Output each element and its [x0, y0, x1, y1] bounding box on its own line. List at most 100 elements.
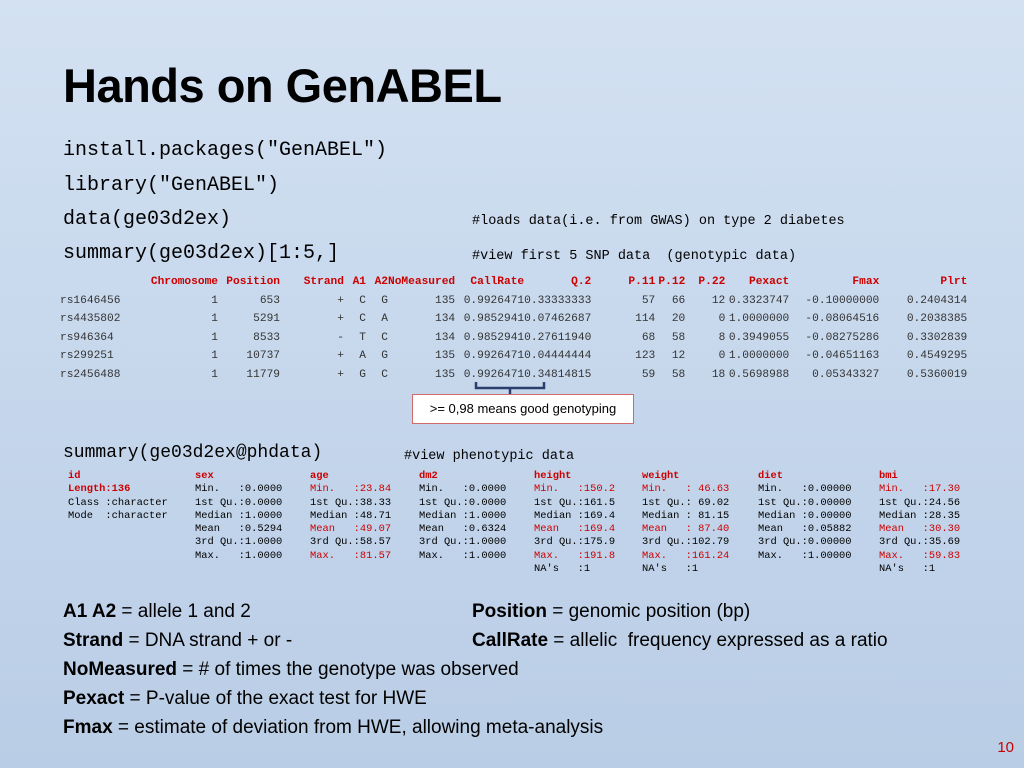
definition-term: Strand: [63, 630, 124, 651]
table-cell: 0.34814815: [524, 368, 592, 381]
slide-title: Hands on GenABEL: [63, 59, 502, 112]
table-cell: [310, 563, 419, 576]
snp-table-header: Chromosome Position Strand A1 A2 NoMeasu…: [60, 273, 967, 292]
command-install: install.packages("GenABEL"): [63, 139, 388, 162]
table-cell: 0.9852941: [463, 331, 525, 344]
table-cell: [68, 523, 195, 536]
col-header: Pexact: [748, 276, 790, 289]
table-cell: 1.0000000: [728, 313, 790, 326]
table-cell: 3rd Qu.:35.69: [879, 536, 961, 549]
table-cell: 3rd Qu.:1.0000: [195, 536, 283, 549]
table-cell: [419, 563, 534, 576]
table-cell: -0.10000000: [805, 294, 880, 307]
table-cell: 1: [211, 350, 218, 363]
table-cell: 0.9926471: [463, 350, 525, 363]
table-cell: 66: [671, 294, 686, 307]
table-cell: G: [359, 368, 366, 381]
table-cell: NA's :1: [879, 563, 936, 576]
table-cell: -0.04651163: [805, 350, 880, 363]
table-cell: -0.08064516: [805, 313, 880, 326]
col-header: NoMeasured: [388, 276, 456, 289]
table-cell: 1: [211, 313, 218, 326]
definition-desc: = # of times the genotype was observed: [177, 659, 519, 680]
table-cell: 8533: [253, 331, 280, 344]
table-cell: 0: [718, 313, 726, 326]
table-cell: Min. :23.84: [310, 483, 392, 496]
table-cell: 1st Qu.:0.0000: [195, 496, 283, 509]
table-cell: 12: [671, 350, 686, 363]
col-header: P.12: [658, 276, 686, 289]
table-cell: 0.2404314: [906, 294, 968, 307]
table-cell: 12: [711, 294, 726, 307]
table-cell: 1.0000000: [728, 350, 790, 363]
table-cell: 18: [711, 368, 726, 381]
table-cell: 123: [635, 350, 656, 363]
command-summary: summary(ge03d2ex)[1:5,]: [63, 242, 340, 265]
table-cell: Length:136: [68, 483, 131, 496]
table-cell: C: [381, 368, 388, 381]
col-header: diet: [758, 470, 783, 482]
table-cell: Max. :1.0000: [195, 549, 283, 562]
snp-id-cell: rs299251: [60, 350, 114, 363]
definition-line: Strand = DNA strand + or -: [63, 626, 603, 655]
table-cell: Max. :59.83: [879, 549, 961, 562]
definition-line: NoMeasured = # of times the genotype was…: [63, 655, 603, 684]
command-phdata: summary(ge03d2ex@phdata): [63, 443, 323, 463]
col-header: Q.2: [571, 276, 592, 289]
table-cell: 1st Qu.: 69.02: [642, 496, 730, 509]
definition-line: Pexact = P-value of the exact test for H…: [63, 684, 603, 713]
table-cell: 57: [641, 294, 656, 307]
snp-summary-table: Chromosome Position Strand A1 A2 NoMeasu…: [60, 273, 967, 384]
table-cell: 10737: [246, 350, 280, 363]
definition-desc: = genomic position (bp): [546, 601, 751, 622]
table-cell: 134: [434, 331, 456, 344]
table-cell: Min. :0.00000: [758, 483, 852, 496]
table-cell: T: [359, 331, 366, 344]
table-cell: 0.5360019: [906, 368, 968, 381]
table-cell: Min. :150.2: [534, 483, 616, 496]
col-header: P.11: [628, 276, 656, 289]
snp-id-cell: rs946364: [60, 331, 114, 344]
table-cell: 1st Qu.:38.33: [310, 496, 392, 509]
table-cell: 5291: [253, 313, 280, 326]
table-cell: 3rd Qu.:102.79: [642, 536, 730, 549]
table-cell: [195, 563, 310, 576]
table-cell: Mean : 87.40: [642, 523, 730, 536]
table-cell: 1st Qu.:24.56: [879, 496, 961, 509]
command-data: data(ge03d2ex): [63, 208, 232, 231]
table-cell: 0.27611940: [524, 331, 592, 344]
table-cell: Median : 81.15: [642, 509, 730, 522]
table-cell: 0.9926471: [463, 368, 525, 381]
col-header: Fmax: [852, 276, 880, 289]
table-cell: +: [337, 294, 344, 307]
table-cell: +: [337, 368, 344, 381]
table-cell: 68: [641, 331, 656, 344]
table-cell: 0.5698988: [728, 368, 790, 381]
table-cell: Mean :0.05882: [758, 523, 852, 536]
col-header: Position: [226, 276, 280, 289]
definition-desc: = allelic frequency expressed as a ratio: [548, 630, 888, 651]
table-cell: 3rd Qu.:0.00000: [758, 536, 852, 549]
table-cell: 20: [671, 313, 686, 326]
table-cell: +: [337, 313, 344, 326]
table-cell: 0.3949055: [728, 331, 790, 344]
phenotype-summary-table: id sex age dm2 height weight diet bmi Le…: [68, 470, 979, 576]
col-header: height: [534, 470, 572, 482]
table-cell: Median :169.4: [534, 509, 616, 522]
table-row: Length:136 Min. :0.0000 Min. :23.84 Min. :0…: [68, 483, 979, 496]
table-cell: [68, 536, 195, 549]
definition-term: NoMeasured: [63, 659, 178, 680]
definition-term: CallRate: [472, 630, 549, 651]
comment-summary: #view first 5 SNP data (genotypic data): [472, 249, 797, 264]
pheno-table-body: Length:136 Min. :0.0000 Min. :23.84 Min. :0…: [68, 483, 979, 576]
table-cell: Min. :0.0000: [195, 483, 283, 496]
col-header: A1: [352, 276, 366, 289]
col-header: CallRate: [470, 276, 525, 289]
